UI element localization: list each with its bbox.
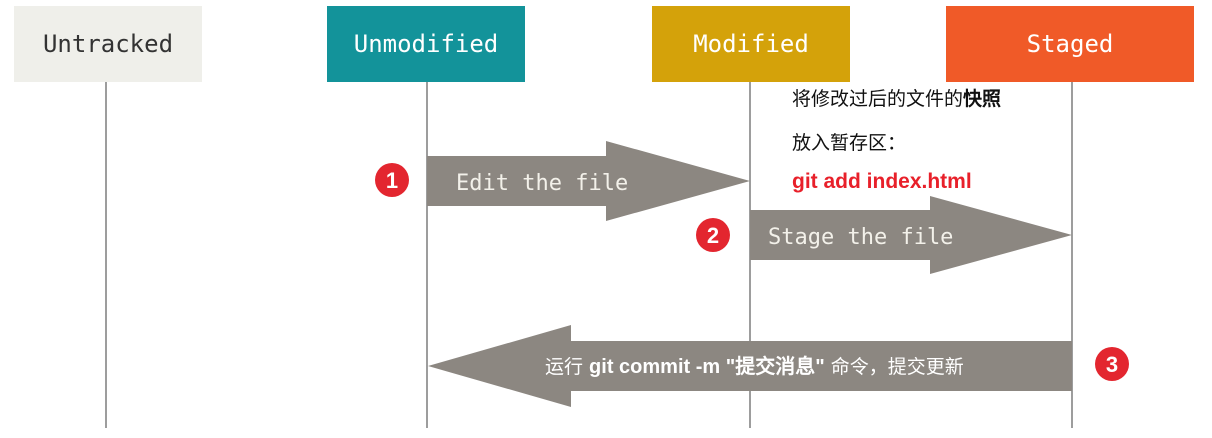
edit-arrow-label: Edit the file	[456, 171, 628, 196]
stage-arrow-label: Stage the file	[768, 225, 953, 250]
state-unmodified: Unmodified	[327, 6, 525, 82]
commit-arrow-label: 运行 git commit -m "提交消息" 命令，提交更新	[545, 350, 964, 379]
state-staged-label: Staged	[1026, 30, 1114, 58]
stage-arrow	[750, 196, 1072, 274]
stage-note-command: git add index.html	[792, 170, 972, 193]
commit-label-command: git commit -m "提交消息"	[589, 356, 825, 378]
state-modified-label: Modified	[693, 30, 809, 58]
commit-arrow	[428, 325, 1072, 407]
step-badge-1-fill	[375, 163, 409, 197]
state-untracked-label: Untracked	[42, 30, 174, 58]
stage-note-line1: 将修改过后的文件的快照	[792, 84, 1001, 111]
commit-label-suffix: 命令，提交更新	[824, 356, 964, 378]
edit-arrow	[427, 141, 750, 221]
step-badge-1-label: 1	[386, 168, 398, 193]
step-badge-2-label: 2	[707, 223, 719, 248]
state-staged: Staged	[946, 6, 1194, 82]
step-badge-3-fill	[1095, 347, 1129, 381]
lifeline-untracked	[105, 82, 107, 428]
state-modified: Modified	[652, 6, 850, 82]
stage-note-line2: 放入暂存区：	[792, 132, 907, 154]
commit-label-prefix: 运行	[545, 356, 590, 378]
step-badge-2-fill	[696, 218, 730, 252]
step-badge-3: 3	[1090, 342, 1134, 386]
stage-note-line1-prefix: 将修改过后的文件的	[792, 88, 964, 110]
lifeline-unmodified	[426, 82, 428, 428]
lifeline-staged	[1071, 82, 1073, 428]
step-badge-2: 2	[691, 213, 735, 257]
step-badge-1: 1	[370, 158, 414, 202]
step-badge-3-label: 3	[1106, 352, 1118, 377]
state-unmodified-label: Unmodified	[353, 30, 499, 58]
state-untracked: Untracked	[14, 6, 202, 82]
stage-note-line1-bold: 快照	[963, 88, 1002, 110]
